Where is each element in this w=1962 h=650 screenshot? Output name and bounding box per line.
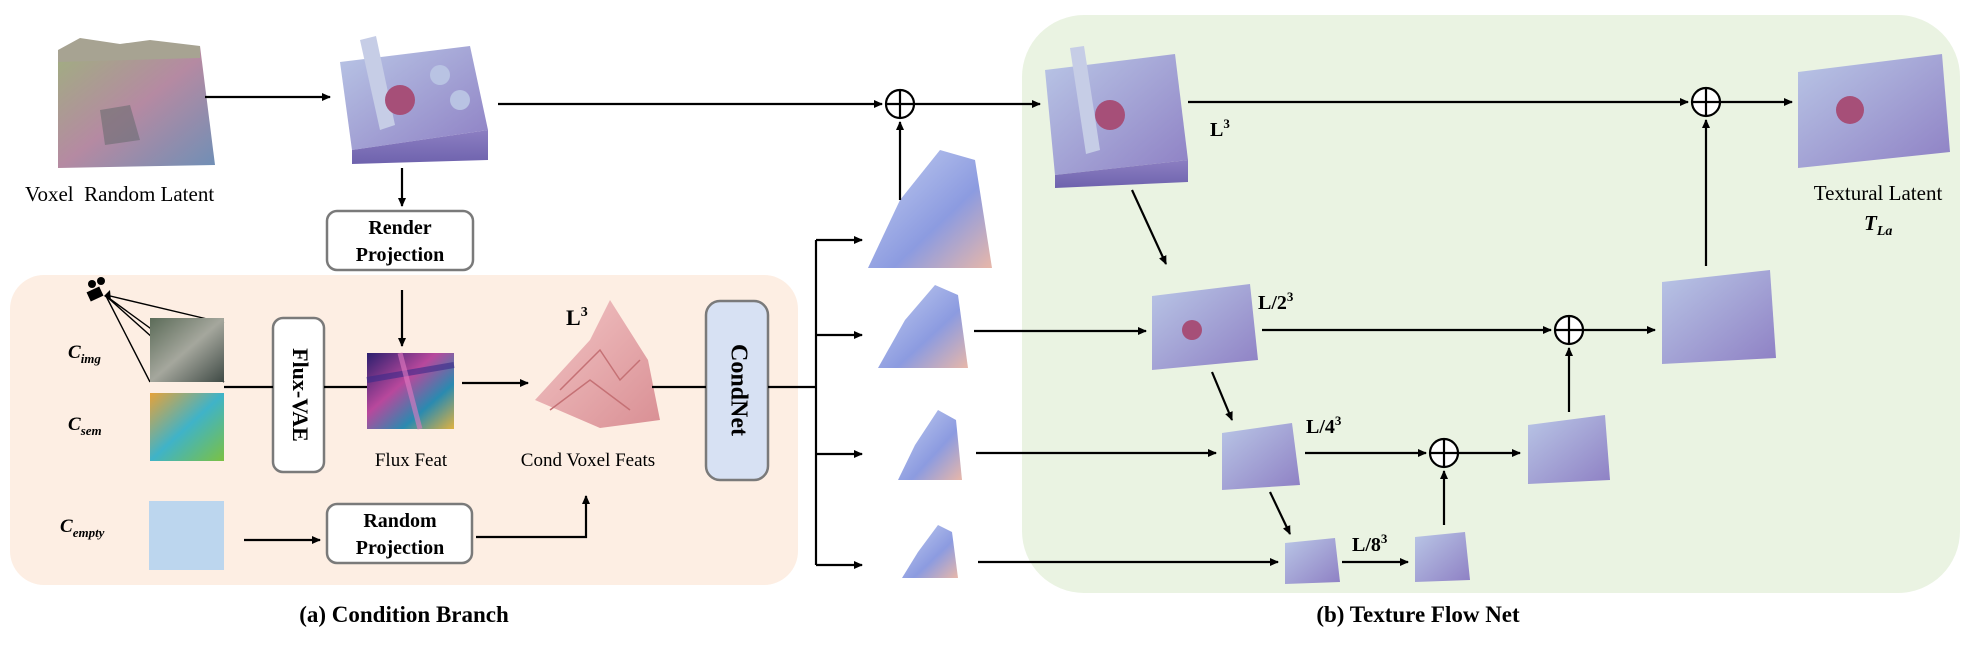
- random-projection-box: [325, 502, 474, 565]
- voxel-image-l8: [1285, 538, 1340, 584]
- condnet-box: [704, 299, 770, 482]
- render-projection-label-line2: Projection: [356, 244, 445, 266]
- voxel-image-l4: [1222, 423, 1300, 490]
- render-projection-box: [325, 209, 475, 272]
- plus-circle-icon: [884, 88, 916, 120]
- c-empty-label: Cempty: [60, 516, 105, 540]
- flow-l8-label: L/83: [1352, 531, 1388, 556]
- arrow-l3-to-l2: [1131, 189, 1167, 265]
- cond-voxel-feats-image: [535, 300, 660, 428]
- t-la-label: TLa: [1864, 211, 1892, 239]
- voxel-image-l8-upsampled: [1415, 532, 1470, 582]
- caption-condition-branch: (a) Condition Branch: [299, 602, 509, 627]
- partial-voxel-image-2: [878, 285, 968, 368]
- voxel-latent-image-top: [340, 36, 488, 164]
- camera-ray: [105, 295, 151, 383]
- voxel-image-l4-upsampled: [1528, 415, 1610, 484]
- c-empty-block: [149, 501, 224, 570]
- c-img-satellite-image: [150, 318, 224, 382]
- cond-voxel-l3-label: L3: [566, 305, 588, 330]
- condnet-label: CondNet: [725, 344, 751, 436]
- partial-voxel-image-1: [868, 150, 992, 268]
- voxel-image-l2-upsampled: [1662, 270, 1776, 364]
- voxel-random-latent-label: Voxel Random Latent: [25, 182, 214, 206]
- caption-texture-flow-net: (b) Texture Flow Net: [1316, 602, 1520, 627]
- plus-circle-icon: [1690, 86, 1722, 118]
- flux-vae-box: [271, 316, 326, 474]
- flow-l2-label: L/23: [1258, 289, 1294, 314]
- flow-l4-label: L/43: [1306, 413, 1342, 438]
- cond-voxel-feats-label: Cond Voxel Feats: [521, 450, 655, 471]
- textural-latent-image: [1798, 54, 1950, 168]
- flux-feat-label: Flux Feat: [375, 450, 448, 471]
- flux-feat-texture: [366, 362, 455, 383]
- c-sem-semantic-image: [150, 393, 224, 461]
- random-projection-label-line2: Projection: [356, 537, 445, 559]
- arrow-l4-to-l8: [1269, 491, 1291, 535]
- c-sem-label: Csem: [68, 414, 102, 438]
- arrow-l2-to-l4: [1210, 371, 1234, 421]
- plus-circle-icon: [1553, 314, 1585, 346]
- random-projection-label-line1: Random: [363, 510, 437, 532]
- flux-feat-texture: [397, 352, 423, 430]
- plus-circle-icon: [1428, 437, 1460, 469]
- partial-voxel-image-3: [898, 410, 962, 480]
- voxel-image-l3: [1045, 46, 1188, 188]
- arrow-random-to-cond: [476, 495, 590, 539]
- partial-voxel-image-4: [902, 525, 958, 578]
- c-img-label: Cimg: [68, 342, 101, 366]
- render-projection-label-line1: Render: [368, 217, 431, 239]
- flux-vae-label: Flux-VAE: [288, 348, 313, 442]
- voxel-random-latent-image: [58, 38, 215, 168]
- voxel-image-l2: [1152, 284, 1258, 370]
- textural-latent-label: Textural Latent: [1814, 181, 1943, 205]
- flow-l3-label: L3: [1210, 116, 1230, 141]
